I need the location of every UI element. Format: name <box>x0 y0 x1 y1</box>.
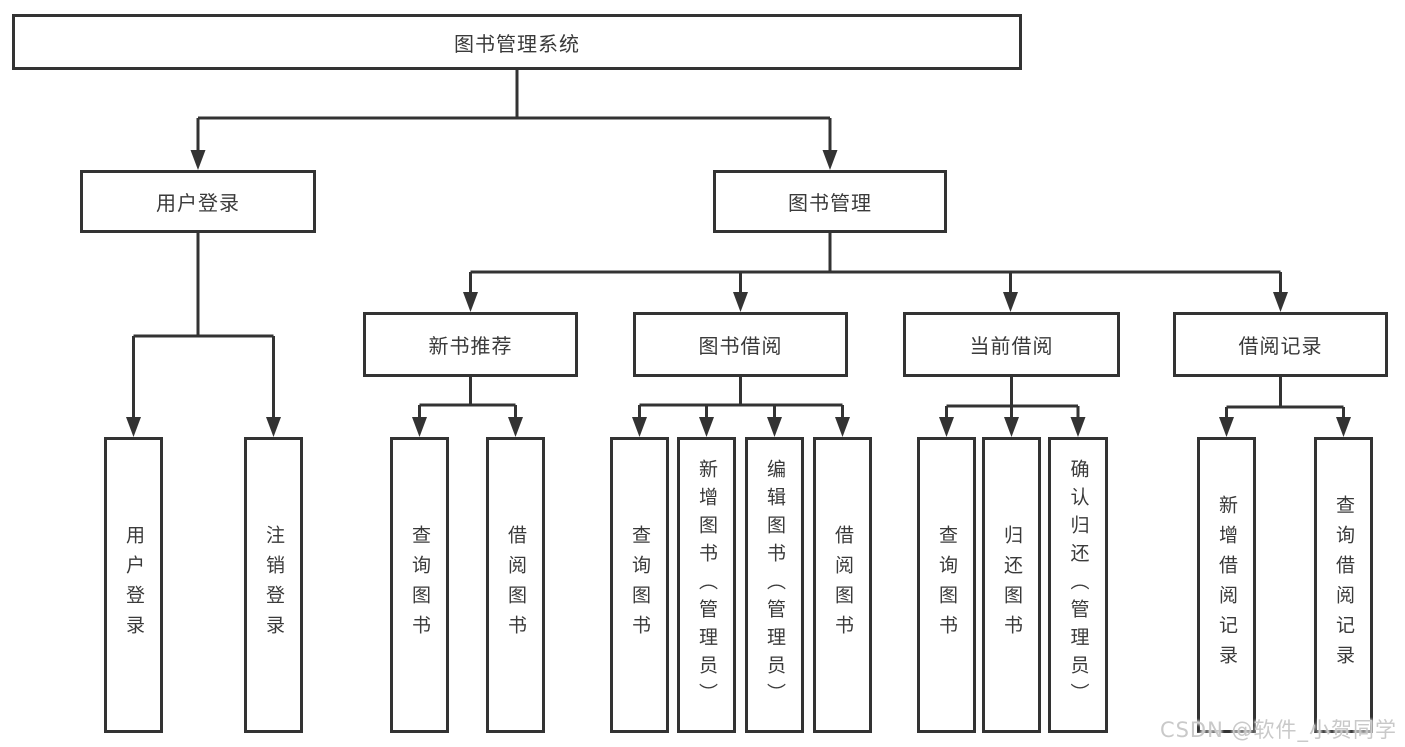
leaf-label: 用户登录 <box>123 525 145 645</box>
node-book-borrow: 图书借阅 <box>633 312 848 377</box>
arrowheads <box>126 150 1351 437</box>
leaf-query-books-current: 查询图书 <box>917 437 976 733</box>
node-book-management: 图书管理 <box>713 170 947 233</box>
leaf-label: 新增图书（管理员） <box>696 459 718 711</box>
leaf-label: 查询图书 <box>936 525 958 645</box>
leaf-label: 查询借阅记录 <box>1333 495 1355 675</box>
leaf-label: 新增借阅记录 <box>1216 495 1238 675</box>
leaf-query-books-recommend: 查询图书 <box>390 437 449 733</box>
leaf-add-borrow-record: 新增借阅记录 <box>1197 437 1256 733</box>
leaf-confirm-return-admin: 确认归还（管理员） <box>1048 437 1108 733</box>
leaf-label: 注销登录 <box>263 525 285 645</box>
node-root-system: 图书管理系统 <box>12 14 1022 70</box>
leaf-borrow-books-recommend: 借阅图书 <box>486 437 545 733</box>
node-current-borrow: 当前借阅 <box>903 312 1120 377</box>
leaf-add-books-admin: 新增图书（管理员） <box>677 437 736 733</box>
node-user-login: 用户登录 <box>80 170 316 233</box>
leaf-label: 归还图书 <box>1001 525 1023 645</box>
node-new-book-recommend: 新书推荐 <box>363 312 578 377</box>
leaf-query-books-borrow: 查询图书 <box>610 437 669 733</box>
leaf-label: 编辑图书（管理员） <box>764 459 786 711</box>
leaf-label: 确认归还（管理员） <box>1067 459 1090 711</box>
leaf-borrow-books: 借阅图书 <box>813 437 872 733</box>
leaf-label: 借阅图书 <box>505 525 527 645</box>
leaf-return-books: 归还图书 <box>982 437 1041 733</box>
csdn-watermark: CSDN @软件_小贺同学 <box>1159 718 1397 742</box>
leaf-query-borrow-record: 查询借阅记录 <box>1314 437 1373 733</box>
leaf-label: 借阅图书 <box>832 525 854 645</box>
node-borrow-record: 借阅记录 <box>1173 312 1388 377</box>
leaf-user-login: 用户登录 <box>104 437 163 733</box>
leaf-label: 查询图书 <box>629 525 651 645</box>
leaf-edit-books-admin: 编辑图书（管理员） <box>745 437 804 733</box>
leaf-logout: 注销登录 <box>244 437 303 733</box>
leaf-label: 查询图书 <box>409 525 431 645</box>
